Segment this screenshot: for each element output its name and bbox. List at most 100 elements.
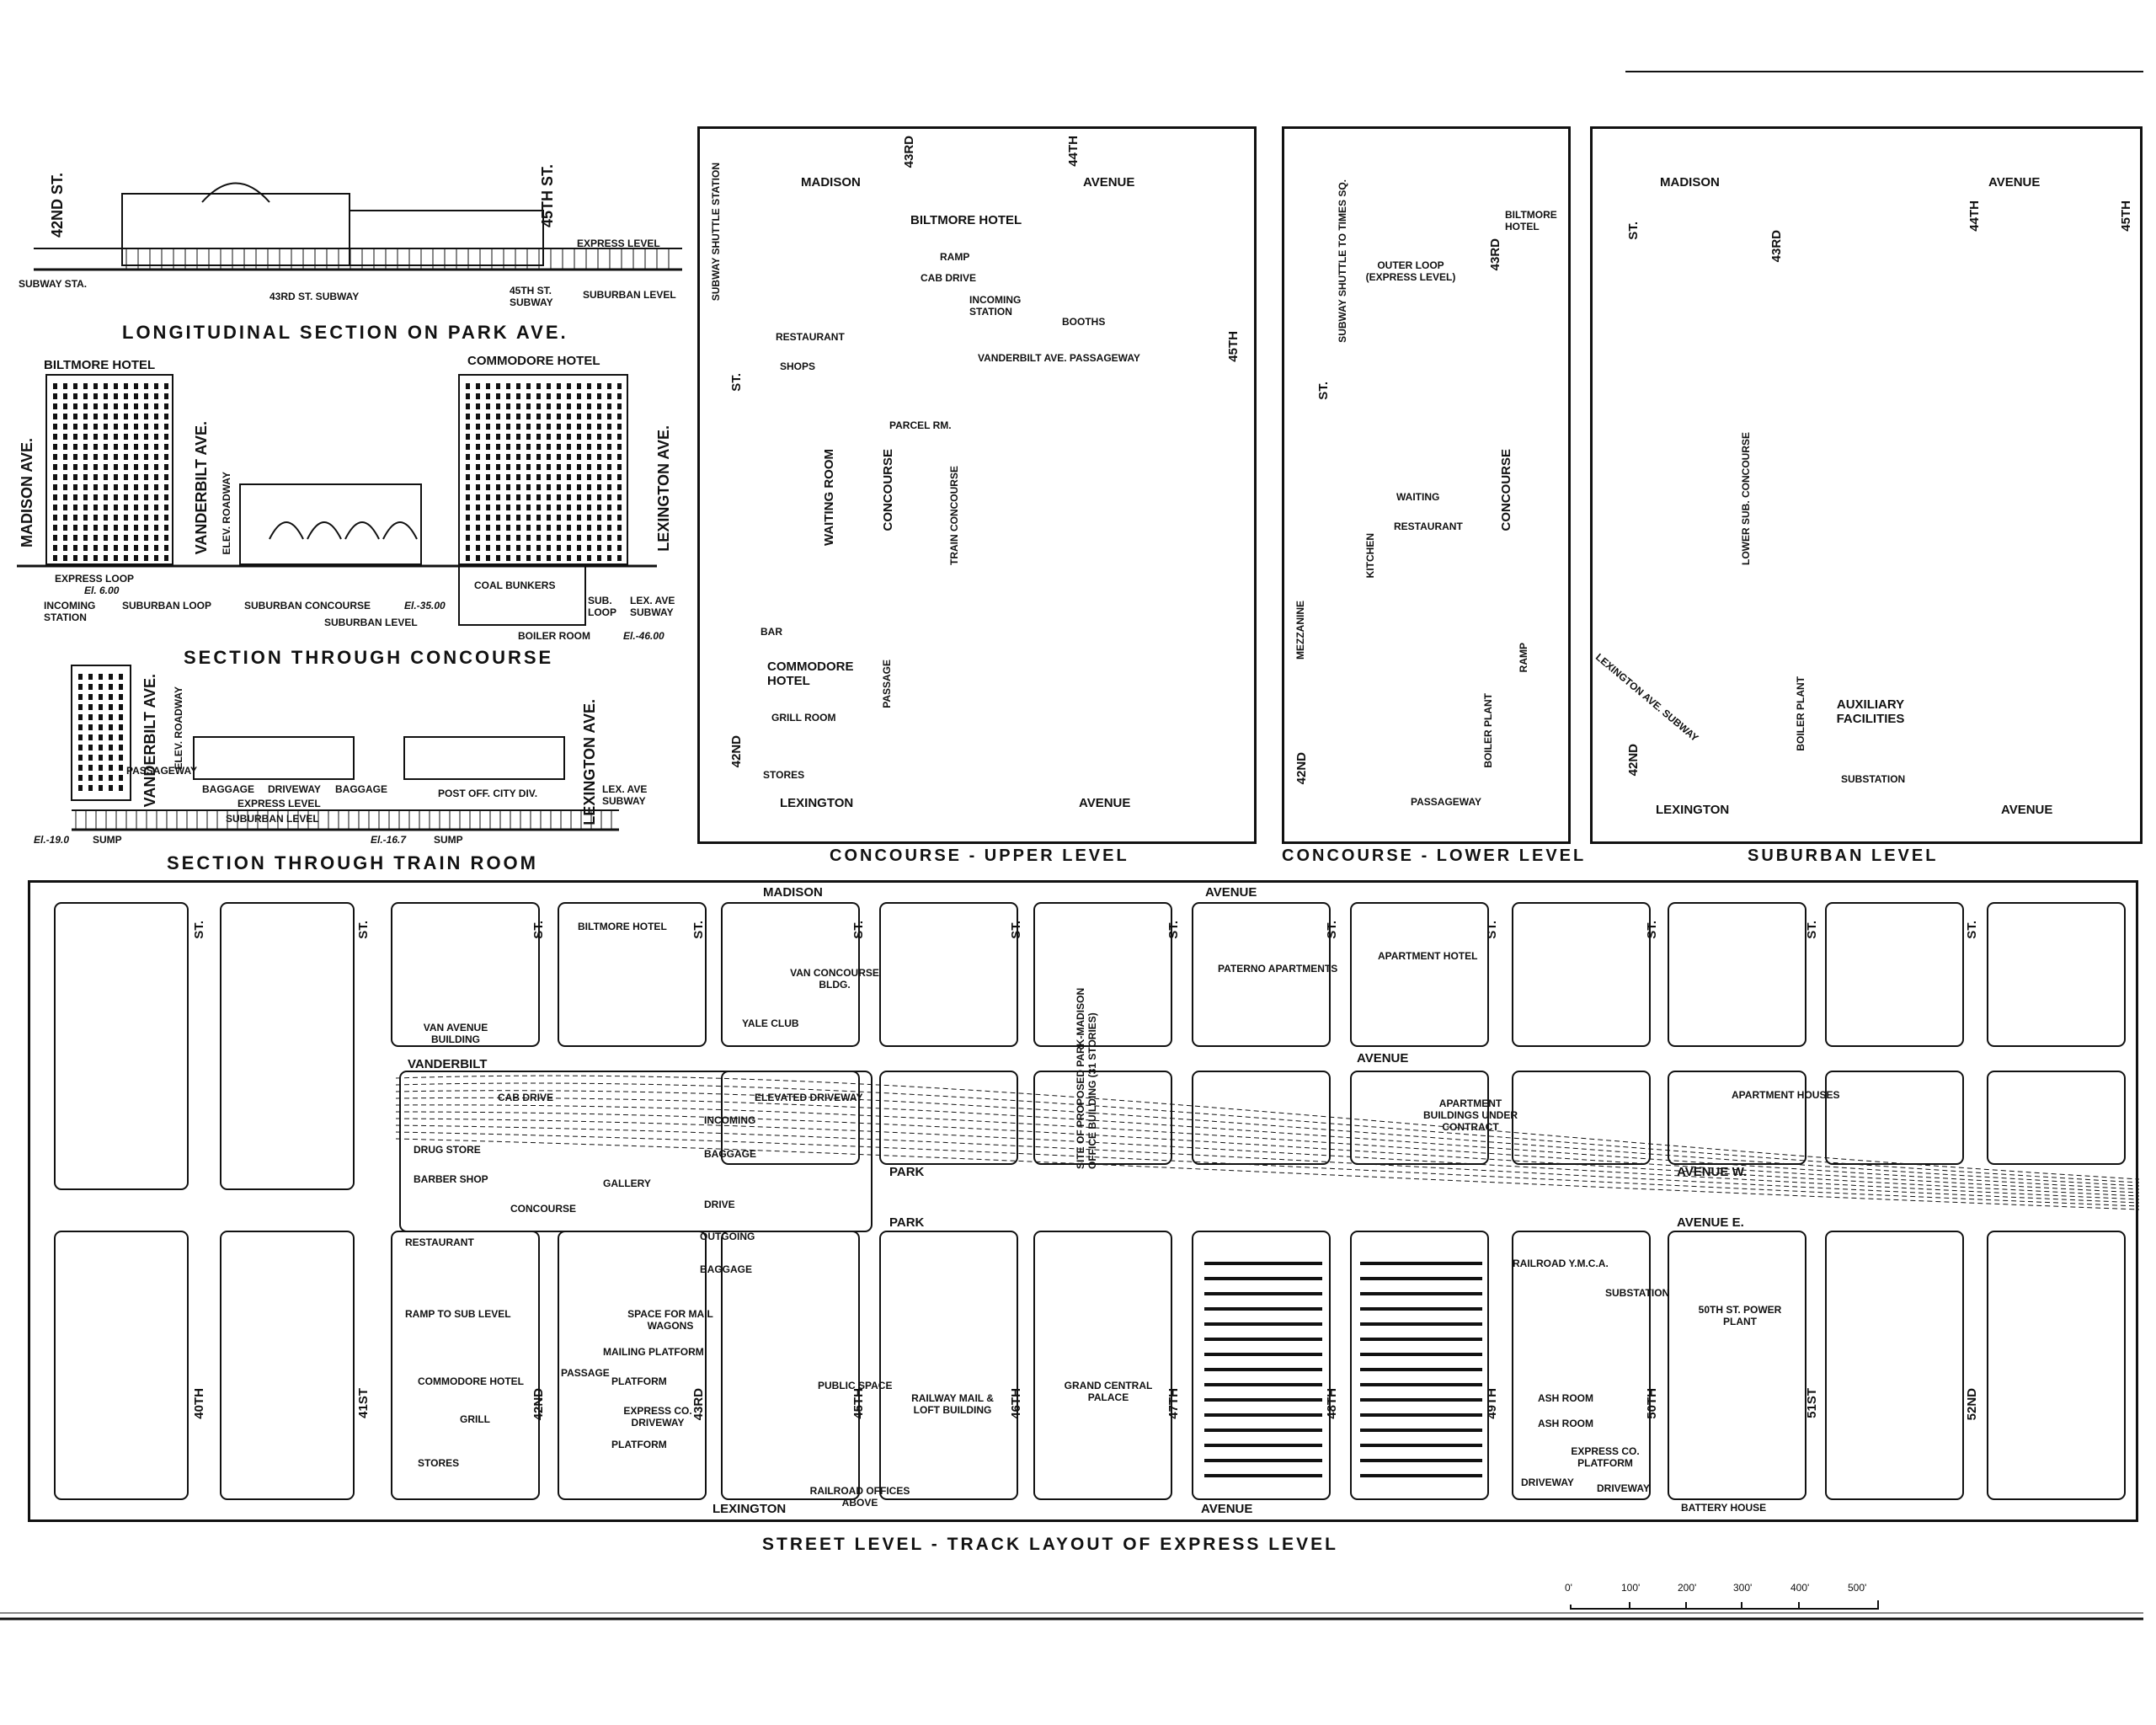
window bbox=[506, 525, 510, 531]
street-label: ST. bbox=[729, 373, 744, 392]
window bbox=[99, 745, 103, 750]
window bbox=[93, 454, 98, 460]
window bbox=[93, 474, 98, 480]
street-st-label: ST. bbox=[1965, 921, 1979, 939]
window bbox=[617, 515, 622, 521]
label: MADISON AVE. bbox=[19, 438, 35, 548]
window bbox=[53, 535, 57, 541]
window bbox=[607, 444, 611, 450]
window bbox=[607, 555, 611, 561]
city-block bbox=[1987, 1071, 2126, 1165]
window bbox=[124, 424, 128, 430]
window bbox=[63, 414, 67, 419]
window bbox=[144, 434, 148, 440]
building-label: MAILING PLATFORM bbox=[603, 1346, 704, 1358]
window bbox=[466, 383, 470, 389]
window bbox=[567, 414, 571, 419]
street-label: ST. bbox=[1316, 382, 1331, 400]
window bbox=[526, 555, 531, 561]
window bbox=[516, 403, 520, 409]
window bbox=[557, 464, 561, 470]
room-label: CONCOURSE bbox=[881, 449, 895, 531]
window bbox=[486, 414, 490, 419]
window bbox=[73, 505, 77, 510]
label: El.-46.00 bbox=[623, 630, 664, 642]
window bbox=[53, 444, 57, 450]
window bbox=[53, 494, 57, 500]
window bbox=[164, 545, 168, 551]
window bbox=[617, 505, 622, 510]
window bbox=[567, 383, 571, 389]
window bbox=[536, 505, 541, 510]
window bbox=[476, 505, 480, 510]
window bbox=[506, 505, 510, 510]
window bbox=[78, 765, 83, 771]
window bbox=[577, 535, 581, 541]
building-label: 50TH ST. POWER PLANT bbox=[1698, 1304, 1782, 1327]
window bbox=[486, 494, 490, 500]
window bbox=[124, 403, 128, 409]
window bbox=[78, 745, 83, 750]
window bbox=[114, 414, 118, 419]
window bbox=[567, 393, 571, 399]
window bbox=[104, 383, 108, 389]
scale-line bbox=[1570, 1600, 1879, 1610]
arch bbox=[307, 521, 342, 540]
window bbox=[83, 424, 88, 430]
window bbox=[119, 755, 123, 761]
scale-tick: 100' bbox=[1621, 1582, 1641, 1594]
window bbox=[144, 494, 148, 500]
window bbox=[607, 383, 611, 389]
window bbox=[476, 555, 480, 561]
label: LEXINGTON AVE. bbox=[655, 425, 672, 552]
window bbox=[114, 403, 118, 409]
window bbox=[617, 434, 622, 440]
window bbox=[547, 545, 551, 551]
scale-tick: 400' bbox=[1790, 1582, 1810, 1594]
city-block bbox=[1192, 1231, 1331, 1500]
window bbox=[114, 484, 118, 490]
station-label: SUBWAY SHUTTLE TO TIMES SQ. bbox=[1337, 179, 1348, 343]
label: 45TH ST. SUBWAY bbox=[510, 285, 553, 308]
suburban-level-title: SUBURBAN LEVEL bbox=[1748, 846, 1939, 865]
window bbox=[547, 555, 551, 561]
window bbox=[73, 535, 77, 541]
window bbox=[154, 515, 158, 521]
street-label: AVENUE bbox=[2001, 803, 2053, 817]
train-room-section-title: SECTION THROUGH TRAIN ROOM bbox=[167, 852, 538, 873]
city-block bbox=[879, 1071, 1018, 1165]
label: VANDERBILT AVE. bbox=[141, 674, 158, 808]
window bbox=[557, 434, 561, 440]
window bbox=[104, 393, 108, 399]
window bbox=[466, 484, 470, 490]
window bbox=[63, 393, 67, 399]
window bbox=[486, 505, 490, 510]
window bbox=[486, 393, 490, 399]
window bbox=[526, 525, 531, 531]
window bbox=[536, 403, 541, 409]
window bbox=[496, 444, 500, 450]
window bbox=[587, 444, 591, 450]
window bbox=[93, 494, 98, 500]
label: SUBURBAN LEVEL bbox=[226, 813, 319, 825]
building-label: SUBSTATION bbox=[1605, 1287, 1670, 1299]
window bbox=[134, 403, 138, 409]
window bbox=[557, 555, 561, 561]
window bbox=[547, 393, 551, 399]
window bbox=[99, 765, 103, 771]
window bbox=[597, 555, 601, 561]
window bbox=[587, 505, 591, 510]
window bbox=[88, 745, 93, 750]
window bbox=[53, 403, 57, 409]
building-label: GALLERY bbox=[603, 1178, 651, 1189]
arch bbox=[344, 521, 380, 540]
avenue-label: AVENUE W. bbox=[1677, 1165, 1748, 1179]
window bbox=[154, 434, 158, 440]
window bbox=[516, 414, 520, 419]
street-label: 42ND bbox=[531, 1388, 546, 1421]
window bbox=[83, 545, 88, 551]
window bbox=[73, 515, 77, 521]
street-label: 41ST bbox=[356, 1388, 371, 1418]
window bbox=[607, 515, 611, 521]
window bbox=[93, 383, 98, 389]
